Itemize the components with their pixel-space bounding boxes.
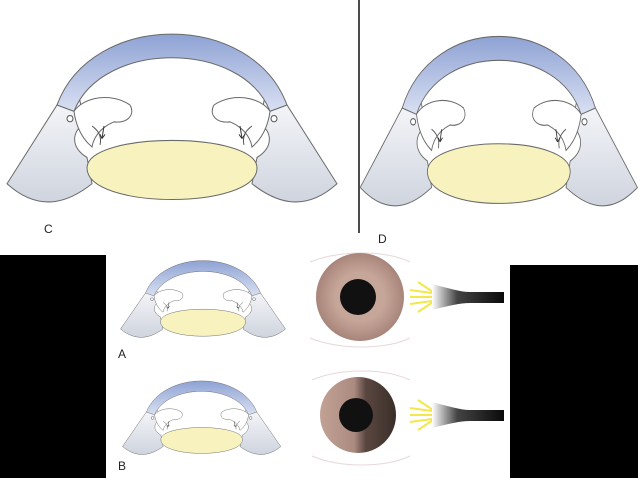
eye-section-c bbox=[6, 33, 338, 203]
penlight-a bbox=[409, 281, 504, 313]
eye-front-view-b bbox=[311, 370, 411, 466]
eye-section-b bbox=[122, 380, 282, 455]
penlight-b bbox=[409, 399, 504, 431]
eye-front-view-a bbox=[309, 252, 411, 348]
eye-section-d bbox=[359, 35, 638, 207]
pupil-a bbox=[340, 279, 376, 315]
pupil-b bbox=[339, 398, 373, 432]
left-black-mask bbox=[0, 255, 106, 478]
panel-label-b: B bbox=[118, 459, 126, 473]
panel-label-a: A bbox=[118, 347, 126, 361]
panel-label-d: D bbox=[378, 232, 387, 246]
panel-label-c: C bbox=[44, 222, 53, 236]
eye-section-a bbox=[120, 260, 286, 338]
right-black-mask bbox=[510, 265, 638, 478]
